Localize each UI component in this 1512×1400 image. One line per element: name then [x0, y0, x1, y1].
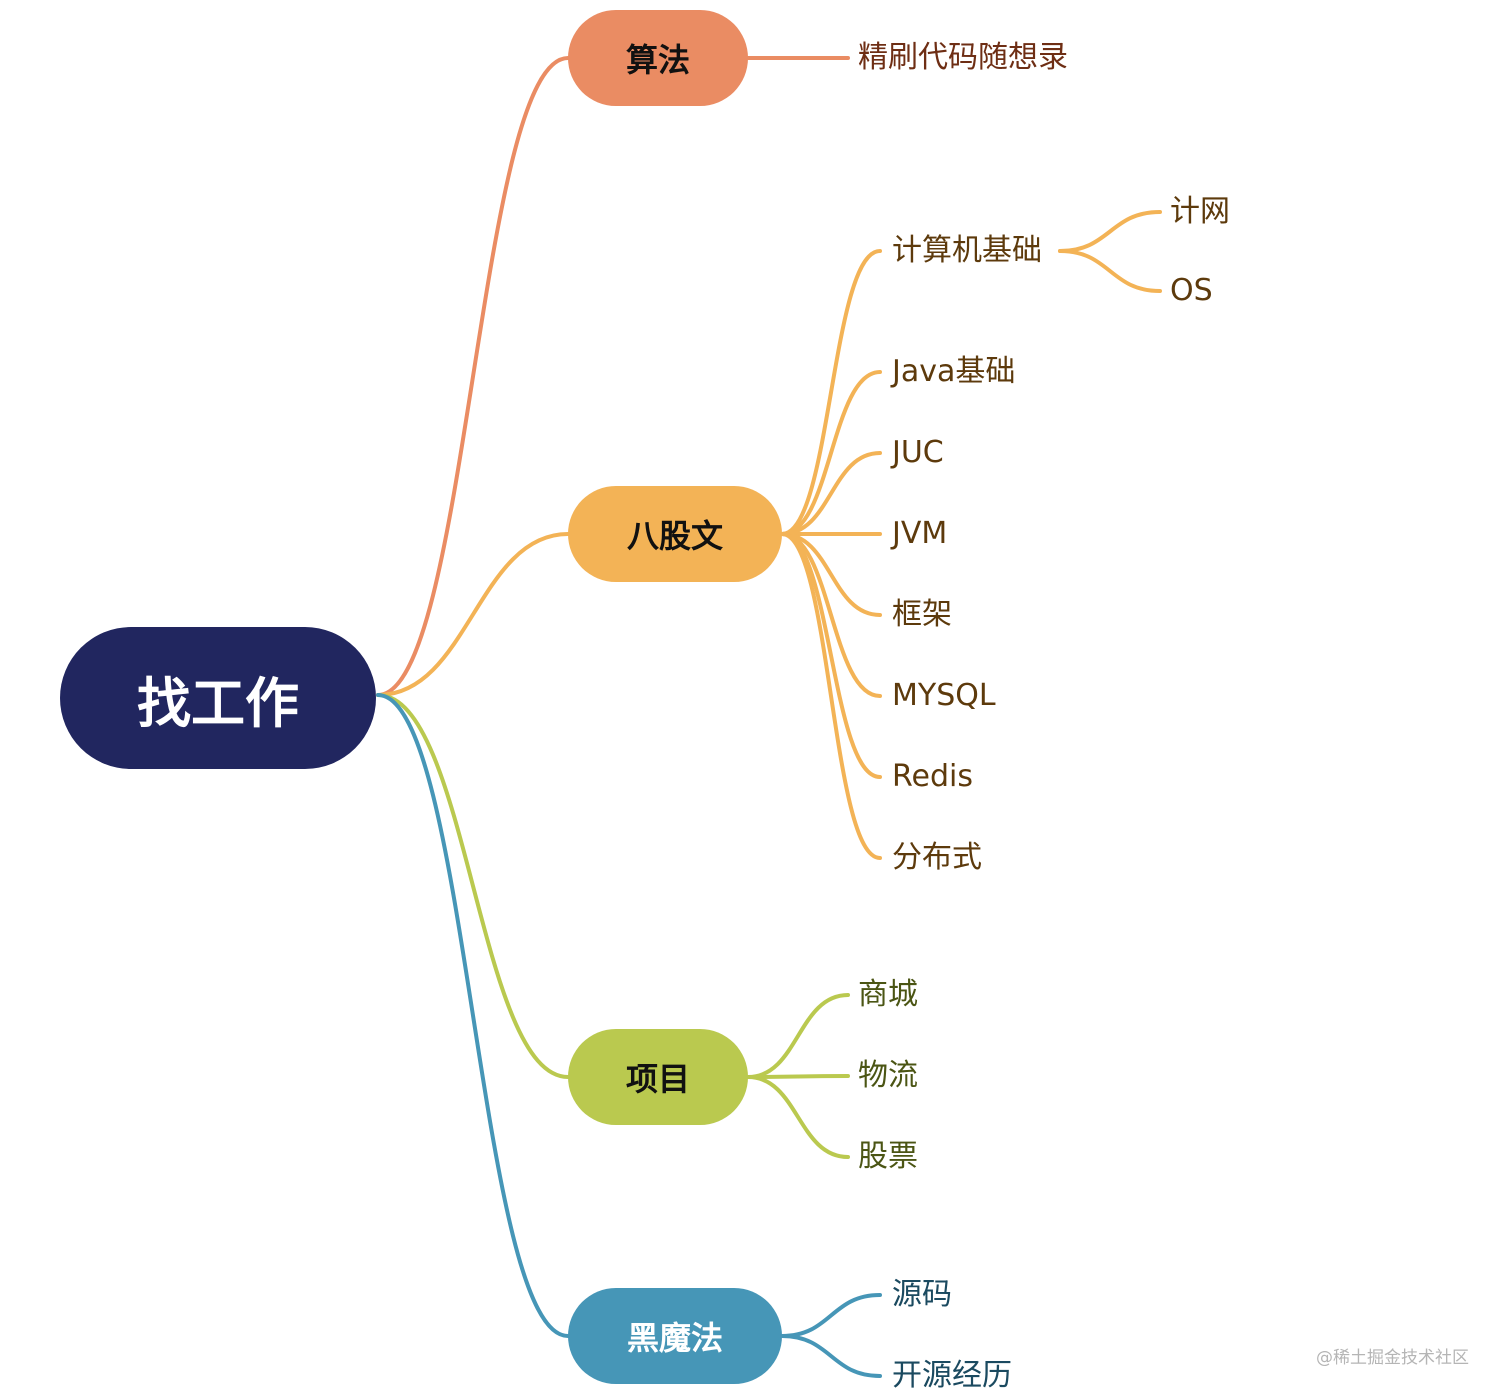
link-bagu-redis	[780, 532, 882, 779]
link-root-bagu	[376, 532, 570, 697]
link-heimofa-yuanma	[780, 1293, 882, 1338]
branch-node-xiangmu[interactable]: 项目	[568, 1029, 748, 1125]
watermark: @稀土掘金技术社区	[1316, 1348, 1469, 1368]
leaf-jvm[interactable]: JVM	[892, 516, 948, 551]
link-root-heimofa	[376, 693, 570, 1338]
link-xiangmu-gupiao	[746, 1075, 850, 1159]
link-xiangmu-wuliu	[746, 1074, 850, 1079]
leaf-wuliu[interactable]: 物流	[858, 1058, 918, 1093]
leaf-redis[interactable]: Redis	[892, 759, 973, 794]
leaf-jingshua[interactable]: 精刷代码随想录	[858, 40, 1068, 75]
link-jisuanji-os	[1058, 249, 1162, 293]
leaf-juc[interactable]: JUC	[892, 435, 944, 470]
leaf-shangcheng[interactable]: 商城	[858, 977, 918, 1012]
leaf-kuangjia[interactable]: 框架	[892, 597, 952, 632]
branch-node-heimofa[interactable]: 黑魔法	[568, 1288, 782, 1384]
branch-node-bagu[interactable]: 八股文	[568, 486, 782, 582]
leaf-gupiao[interactable]: 股票	[858, 1139, 918, 1174]
link-jisuanji-jiwang	[1058, 210, 1162, 253]
branch-node-suanfa[interactable]: 算法	[568, 10, 748, 106]
link-bagu-kuangjia	[780, 532, 882, 617]
link-bagu-jisuanji	[780, 249, 882, 536]
link-bagu-juc	[780, 451, 882, 536]
link-bagu-mysql	[780, 532, 882, 698]
link-root-suanfa	[376, 56, 570, 697]
leaf-kaiyuan-jingli[interactable]: 开源经历	[892, 1358, 1012, 1393]
link-heimofa-kaiyuan	[780, 1334, 882, 1378]
link-xiangmu-shangcheng	[746, 993, 850, 1079]
link-root-xiangmu	[376, 693, 570, 1079]
leaf-jisuanji-jichu[interactable]: 计算机基础	[892, 233, 1042, 268]
leaf-fenbushi[interactable]: 分布式	[892, 840, 982, 875]
link-bagu-fenbushi	[780, 532, 882, 860]
link-bagu-java	[780, 370, 882, 536]
leaf-yuanma[interactable]: 源码	[892, 1277, 952, 1312]
leaf-jiwang[interactable]: 计网	[1170, 194, 1230, 229]
leaf-os[interactable]: OS	[1170, 273, 1213, 308]
root-node[interactable]: 找工作	[60, 627, 376, 769]
leaf-mysql[interactable]: MYSQL	[892, 678, 996, 713]
leaf-java-jichu[interactable]: Java基础	[892, 354, 1016, 389]
